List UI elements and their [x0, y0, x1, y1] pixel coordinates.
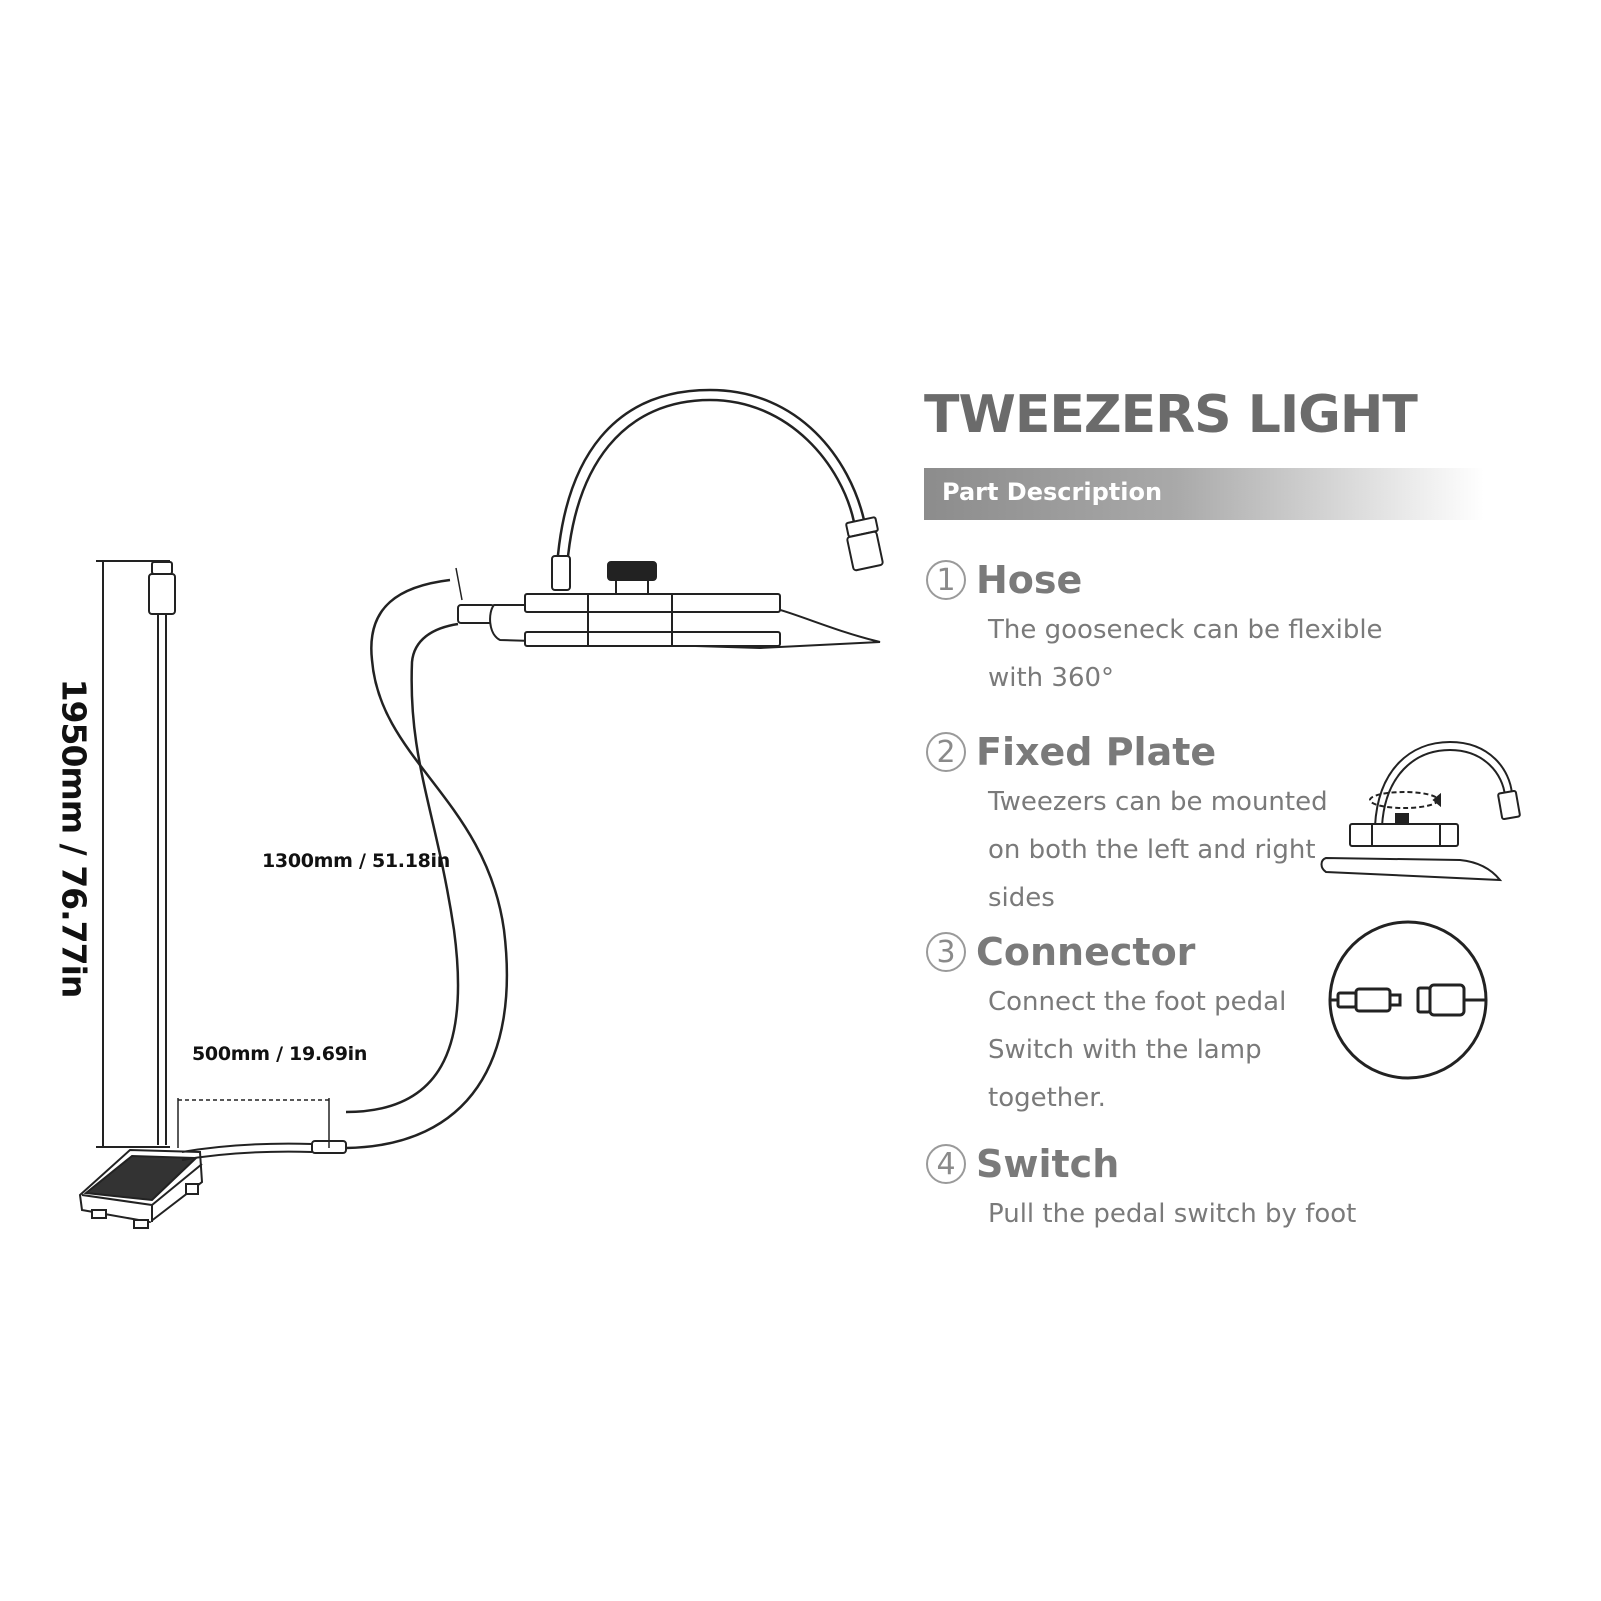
description-line: Pull the pedal switch by foot	[988, 1199, 1357, 1229]
description-line: with 360°	[988, 663, 1115, 693]
lamp-body	[457, 593, 881, 650]
section-header-label: Part Description	[942, 478, 1163, 506]
hose	[345, 578, 509, 1150]
section-header-bar: Part Description	[924, 468, 1484, 520]
led-head	[845, 516, 884, 572]
part-description: The gooseneck can be flexible with 360°	[988, 606, 1383, 702]
connector-illustration	[1328, 920, 1488, 1080]
part-item-hose: 1 Hose The gooseneck can be flexible wit…	[926, 558, 1383, 702]
part-number-badge: 2	[926, 732, 966, 772]
description-line: Connect the foot pedal	[988, 987, 1287, 1017]
part-item-connector: 3 Connector Connect the foot pedal Switc…	[926, 930, 1346, 1122]
description-line: on both the left and right	[988, 835, 1316, 865]
description-line: Tweezers can be mounted	[988, 787, 1328, 817]
part-number-badge: 1	[926, 560, 966, 600]
part-name: Connector	[976, 930, 1196, 974]
part-description: Tweezers can be mounted on both the left…	[988, 778, 1346, 922]
cable-length-label: 500mm / 19.69in	[192, 1043, 368, 1065]
description-line: Switch with the lamp	[988, 1035, 1262, 1065]
part-name: Hose	[976, 558, 1083, 602]
cable-length-dimension-line	[177, 1098, 330, 1148]
total-length-label: 1950mm / 76.77in	[54, 678, 94, 998]
part-number-badge: 3	[926, 932, 966, 972]
foot-pedal	[78, 1148, 204, 1229]
part-name: Fixed Plate	[976, 730, 1217, 774]
gooseneck-base	[551, 555, 571, 591]
pedal-cable	[181, 1142, 313, 1161]
fixed-plate-illustration	[1320, 740, 1521, 882]
part-item-fixed-plate: 2 Fixed Plate Tweezers can be mounted on…	[926, 730, 1346, 922]
gooseneck	[554, 388, 866, 587]
adjustment-knob	[607, 561, 657, 595]
description-line: together.	[988, 1083, 1106, 1113]
product-title: TWEEZERS LIGHT	[924, 385, 1418, 445]
part-name: Switch	[976, 1142, 1120, 1186]
part-description: Pull the pedal switch by foot	[988, 1190, 1357, 1238]
hose-length-label: 1300mm / 51.18in	[262, 850, 450, 872]
description-line: The gooseneck can be flexible	[988, 615, 1383, 645]
hose-tick	[455, 567, 463, 601]
part-description: Connect the foot pedal Switch with the l…	[988, 978, 1346, 1122]
part-number-badge: 4	[926, 1144, 966, 1184]
part-item-switch: 4 Switch Pull the pedal switch by foot	[926, 1142, 1357, 1238]
usb-cable	[148, 561, 176, 1145]
description-line: sides	[988, 883, 1055, 913]
